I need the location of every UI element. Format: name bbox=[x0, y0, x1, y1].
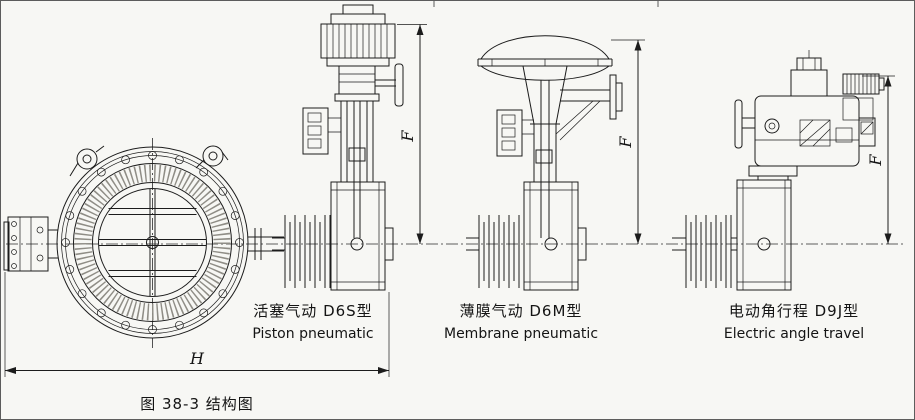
top-edge-ticks bbox=[433, 1, 659, 7]
mounting-bracket bbox=[330, 181, 394, 291]
wafer-body-side-view bbox=[272, 215, 331, 288]
section-label-cn-membrane: 薄膜气动 D6M型 bbox=[460, 302, 583, 320]
section-label-en-piston: Piston pneumatic bbox=[252, 326, 373, 342]
wafer-body-side-view bbox=[466, 215, 525, 288]
butterfly-valve-front-view bbox=[3, 138, 284, 348]
lifting-lugs bbox=[69, 145, 229, 177]
section-label-cn-piston: 活塞气动 D6S型 bbox=[253, 302, 372, 320]
terminal-box bbox=[858, 117, 876, 147]
wafer-body-side-view bbox=[672, 215, 737, 288]
piston-pneumatic-actuator-drawing bbox=[272, 4, 404, 291]
disc-ribs bbox=[98, 189, 207, 296]
electric-actuator-drawing bbox=[672, 50, 885, 291]
stem-clamp bbox=[535, 149, 553, 164]
mounting-bracket bbox=[736, 179, 792, 291]
f-dimension-membrane: F bbox=[611, 39, 645, 244]
figure-caption: 图 38-3 结构图 bbox=[140, 395, 254, 413]
handwheel bbox=[734, 99, 743, 149]
dimension-h-label: H bbox=[189, 349, 205, 368]
stem-clamp bbox=[348, 147, 366, 162]
flange-bolt-holes bbox=[61, 151, 244, 334]
membrane-pneumatic-actuator-drawing bbox=[466, 35, 623, 291]
h-dimension: H bbox=[4, 272, 390, 377]
section-label-cn-electric: 电动角行程 D9J型 bbox=[729, 302, 859, 320]
dimension-f-label-membrane: F bbox=[616, 136, 635, 149]
gearbox-hatch bbox=[799, 119, 831, 147]
section-label-en-membrane: Membrane pneumatic bbox=[444, 326, 598, 342]
dimension-f-label-electric: F bbox=[866, 154, 885, 167]
f-dimension-piston: F bbox=[397, 24, 427, 244]
dimension-f-label-piston: F bbox=[398, 130, 417, 143]
positioner bbox=[496, 109, 534, 157]
handwheel bbox=[394, 63, 404, 107]
motor bbox=[842, 73, 885, 121]
positioner bbox=[302, 107, 341, 155]
section-label-en-electric: Electric angle travel bbox=[724, 326, 864, 342]
valve-output-shaft bbox=[248, 228, 284, 260]
f-dimension-electric: F bbox=[862, 75, 895, 244]
mounting-bracket bbox=[523, 181, 587, 291]
left-shaft-attachment bbox=[3, 216, 58, 272]
side-flange-arm bbox=[555, 74, 623, 141]
